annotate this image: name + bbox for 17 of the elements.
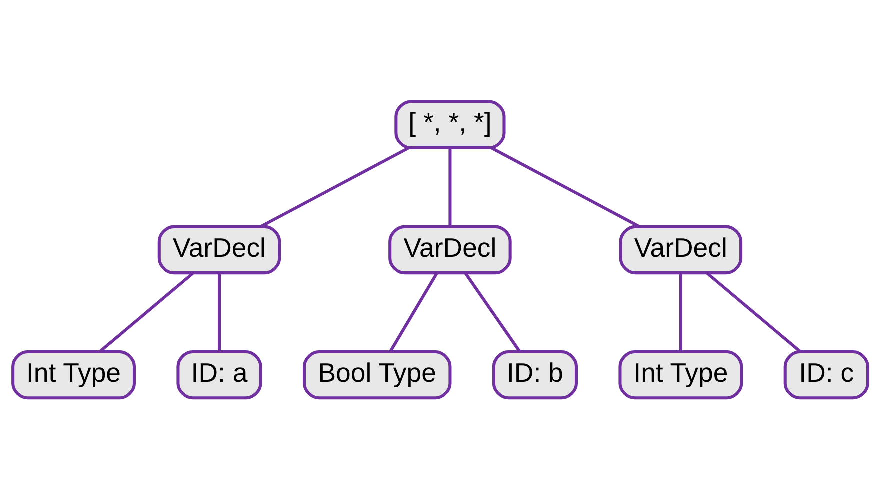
node-box: Bool Type [302, 350, 452, 400]
node-box: [ *, *, *] [394, 100, 506, 150]
connector [490, 146, 640, 228]
node-box: VarDecl [388, 224, 512, 274]
node-box: Int Type [618, 350, 744, 400]
connector [260, 146, 410, 228]
connector [218, 272, 222, 352]
connector [389, 272, 438, 352]
node-box: VarDecl [158, 224, 282, 274]
node-box: ID: b [492, 350, 578, 400]
node-box: ID: a [176, 350, 262, 400]
node-box: ID: c [784, 350, 870, 400]
connector [679, 272, 682, 352]
connector [448, 148, 452, 226]
connector [464, 272, 522, 352]
node-box: VarDecl [619, 224, 743, 274]
node-box: Int Type [12, 350, 136, 400]
